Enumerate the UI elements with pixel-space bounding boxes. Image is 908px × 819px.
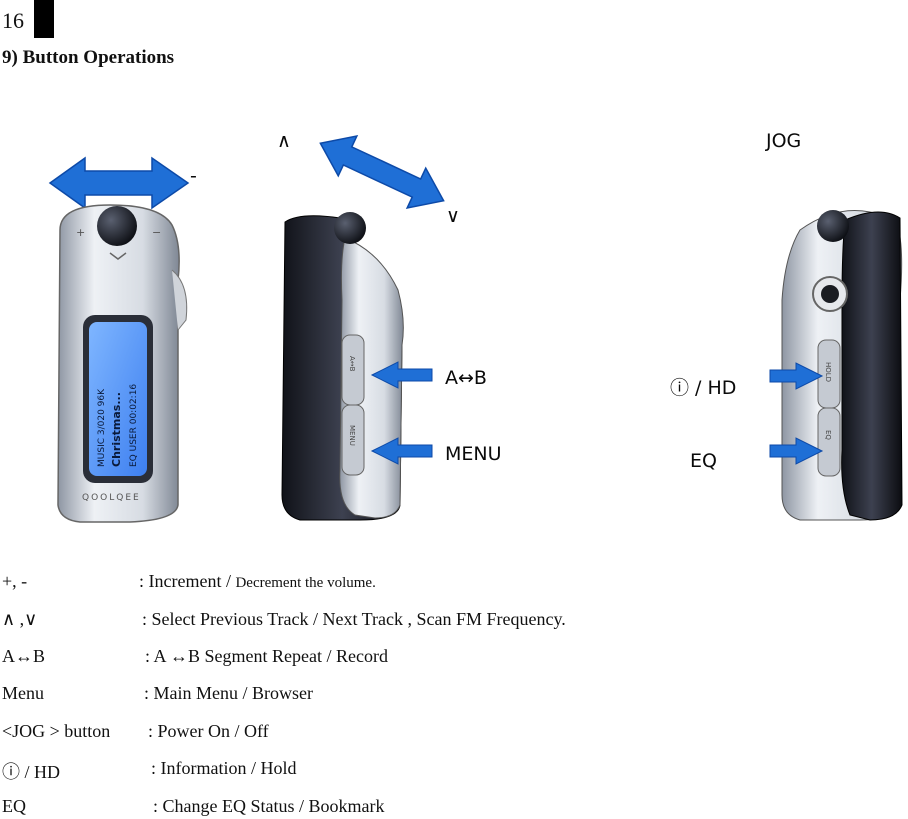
track-double-arrow <box>319 134 445 210</box>
desc-key: EQ <box>2 796 26 816</box>
device-front-view: + − MUSIC 3/020 96K Christmas... EQ USER… <box>57 204 188 523</box>
desc-key: <JOG > button <box>2 721 111 741</box>
brand-logo: QOOLQEE <box>82 493 141 503</box>
desc-key: +, - <box>2 571 28 591</box>
desc-value: : A ↔B Segment Repeat / Record <box>145 646 388 666</box>
label-jog: JOG <box>766 130 802 152</box>
arrow-to-info-hd <box>769 362 824 390</box>
side-label-ab: A↔B <box>348 356 356 372</box>
arrow-to-menu <box>370 437 433 465</box>
device-side-view-left: A↔B MENU <box>281 212 404 521</box>
side-label-hold: HOLD <box>824 362 832 382</box>
desc-value: : Main Menu / Browser <box>144 683 313 703</box>
label-ab: A↔B <box>445 367 487 389</box>
lcd-line2: Christmas... <box>110 392 123 467</box>
page-number: 16 <box>2 8 24 33</box>
page-marker-block <box>34 0 54 38</box>
label-up: ∧ <box>277 130 291 152</box>
desc-key: ∧ ,∨ <box>2 609 38 629</box>
lcd-line3: EQ USER 00:02:16 <box>129 384 139 467</box>
label-minus: - <box>190 165 197 187</box>
desc-value-main: : Increment / <box>139 571 236 591</box>
label-menu: MENU <box>445 443 502 465</box>
device-illustration: + − MUSIC 3/020 96K Christmas... EQ USER… <box>48 134 903 523</box>
desc-value: : Information / Hold <box>151 758 297 778</box>
desc-value: : Power On / Off <box>148 721 269 741</box>
desc-value: : Change EQ Status / Bookmark <box>153 796 385 816</box>
side-label-menu: MENU <box>348 425 356 446</box>
desc-value: : Increment / Decrement the volume. <box>139 571 376 592</box>
label-info-hd: ⓘ / HD <box>670 377 737 399</box>
arrow-to-ab <box>370 361 433 389</box>
section-title: 9) Button Operations <box>2 47 175 68</box>
desc-key: ⓘ / HD <box>2 762 60 782</box>
svg-text:+: + <box>76 226 85 239</box>
side-label-eq: EQ <box>824 430 832 440</box>
arrow-to-eq <box>769 437 824 465</box>
desc-value: : Select Previous Track / Next Track , S… <box>142 609 566 629</box>
desc-key: A↔B <box>2 646 46 666</box>
label-eq: EQ <box>690 450 717 472</box>
svg-text:−: − <box>152 226 161 239</box>
lcd-line1: MUSIC 3/020 96K <box>97 388 107 467</box>
volume-double-arrow <box>48 156 190 210</box>
desc-value-small: Decrement the volume. <box>235 575 376 591</box>
label-down: ∨ <box>446 205 460 227</box>
device-side-view-right: HOLD EQ <box>781 209 903 521</box>
desc-key: Menu <box>2 683 44 703</box>
